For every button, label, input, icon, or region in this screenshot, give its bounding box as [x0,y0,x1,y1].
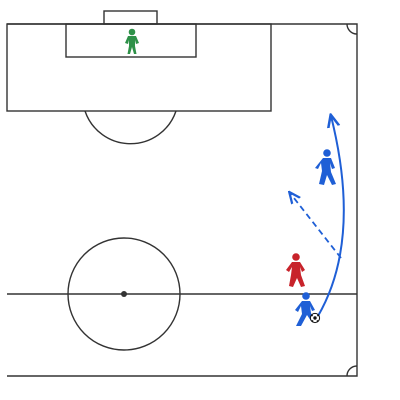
goal [103,10,158,25]
run-arrow [317,116,345,317]
penalty-arc [84,110,177,145]
pitch-markings [6,10,358,377]
corner-arc-bottom [346,365,358,377]
pass-arrow [290,193,342,259]
corner-arc-top [346,23,358,35]
attacker-ball-carrier-figure-icon [295,292,315,326]
center-circle [67,237,181,351]
attacker-runner-figure-icon [315,149,336,185]
defender-figure-icon [286,253,305,287]
goalkeeper-figure-icon [125,28,139,54]
center-spot [121,291,127,297]
football-icon [309,312,321,324]
